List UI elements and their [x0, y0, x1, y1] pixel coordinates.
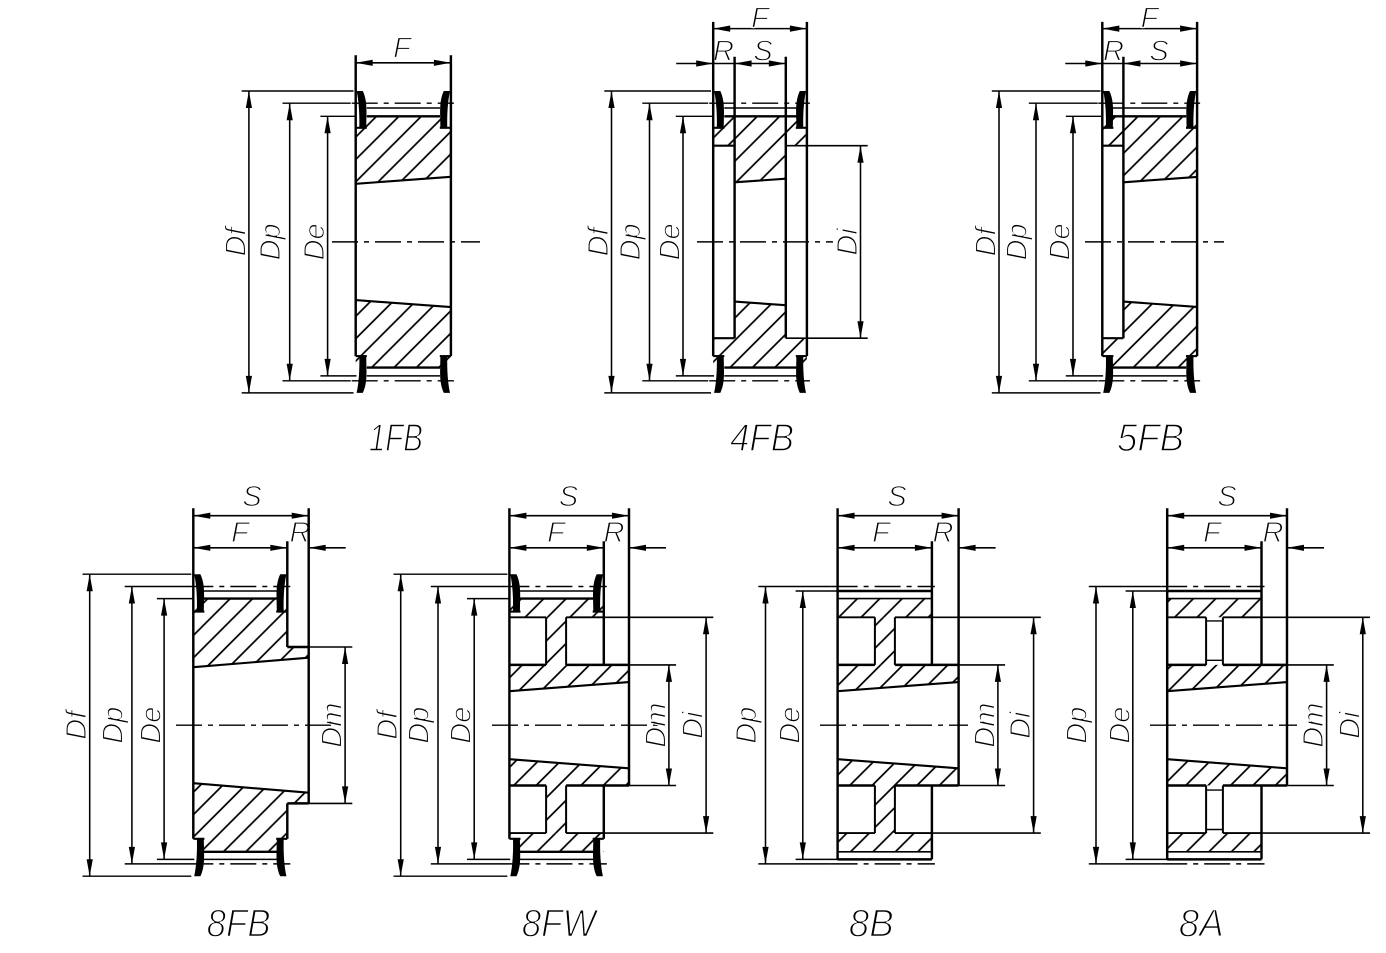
svg-text:R: R	[290, 517, 311, 549]
svg-text:F: F	[547, 517, 567, 549]
svg-text:Dp: Dp	[97, 707, 129, 744]
svg-text:F: F	[872, 517, 892, 549]
svg-text:Dp: Dp	[404, 707, 436, 744]
svg-text:R: R	[713, 36, 734, 68]
svg-text:F: F	[393, 33, 413, 65]
svg-text:S: S	[887, 481, 907, 513]
svg-text:Df: Df	[372, 708, 404, 740]
svg-text:Df: Df	[971, 224, 1003, 256]
svg-text:R: R	[933, 517, 954, 549]
svg-text:R: R	[604, 517, 625, 549]
svg-text:Dp: Dp	[731, 707, 763, 744]
svg-text:R: R	[1103, 36, 1124, 68]
svg-text:1FB: 1FB	[369, 417, 423, 460]
svg-text:Di: Di	[1005, 710, 1037, 739]
svg-text:De: De	[774, 707, 806, 744]
svg-text:F: F	[231, 517, 251, 549]
svg-text:S: S	[1149, 36, 1169, 68]
svg-text:8A: 8A	[1179, 903, 1224, 946]
svg-text:Dp: Dp	[1062, 707, 1094, 744]
svg-text:De: De	[1045, 223, 1077, 260]
svg-text:Di: Di	[678, 710, 710, 739]
svg-text:F: F	[751, 2, 771, 34]
svg-text:De: De	[655, 223, 687, 260]
svg-text:8B: 8B	[849, 903, 894, 946]
svg-text:De: De	[446, 707, 478, 744]
svg-text:De: De	[1104, 707, 1136, 744]
svg-text:De: De	[299, 223, 331, 260]
svg-text:Dm: Dm	[317, 703, 349, 748]
svg-text:F: F	[1203, 517, 1223, 549]
svg-text:Df: Df	[583, 224, 615, 256]
svg-text:De: De	[136, 707, 168, 744]
svg-text:Di: Di	[1334, 710, 1366, 739]
svg-text:8FB: 8FB	[207, 903, 271, 946]
svg-text:Dp: Dp	[1002, 223, 1034, 260]
svg-text:Dm: Dm	[1298, 703, 1330, 748]
svg-text:F: F	[1141, 2, 1161, 34]
svg-text:S: S	[1217, 481, 1237, 513]
svg-text:5FB: 5FB	[1117, 417, 1184, 460]
svg-text:S: S	[753, 36, 773, 68]
svg-text:Df: Df	[220, 224, 252, 256]
svg-text:Dp: Dp	[615, 223, 647, 260]
svg-text:Dp: Dp	[255, 223, 287, 260]
svg-text:S: S	[559, 481, 579, 513]
svg-text:4FB: 4FB	[730, 417, 794, 460]
svg-text:8FW: 8FW	[522, 903, 599, 946]
svg-text:Dm: Dm	[969, 703, 1001, 748]
svg-text:S: S	[242, 481, 262, 513]
svg-text:R: R	[1263, 517, 1284, 549]
svg-text:Dm: Dm	[640, 703, 672, 748]
svg-text:Di: Di	[832, 227, 864, 256]
svg-text:Df: Df	[61, 708, 93, 740]
